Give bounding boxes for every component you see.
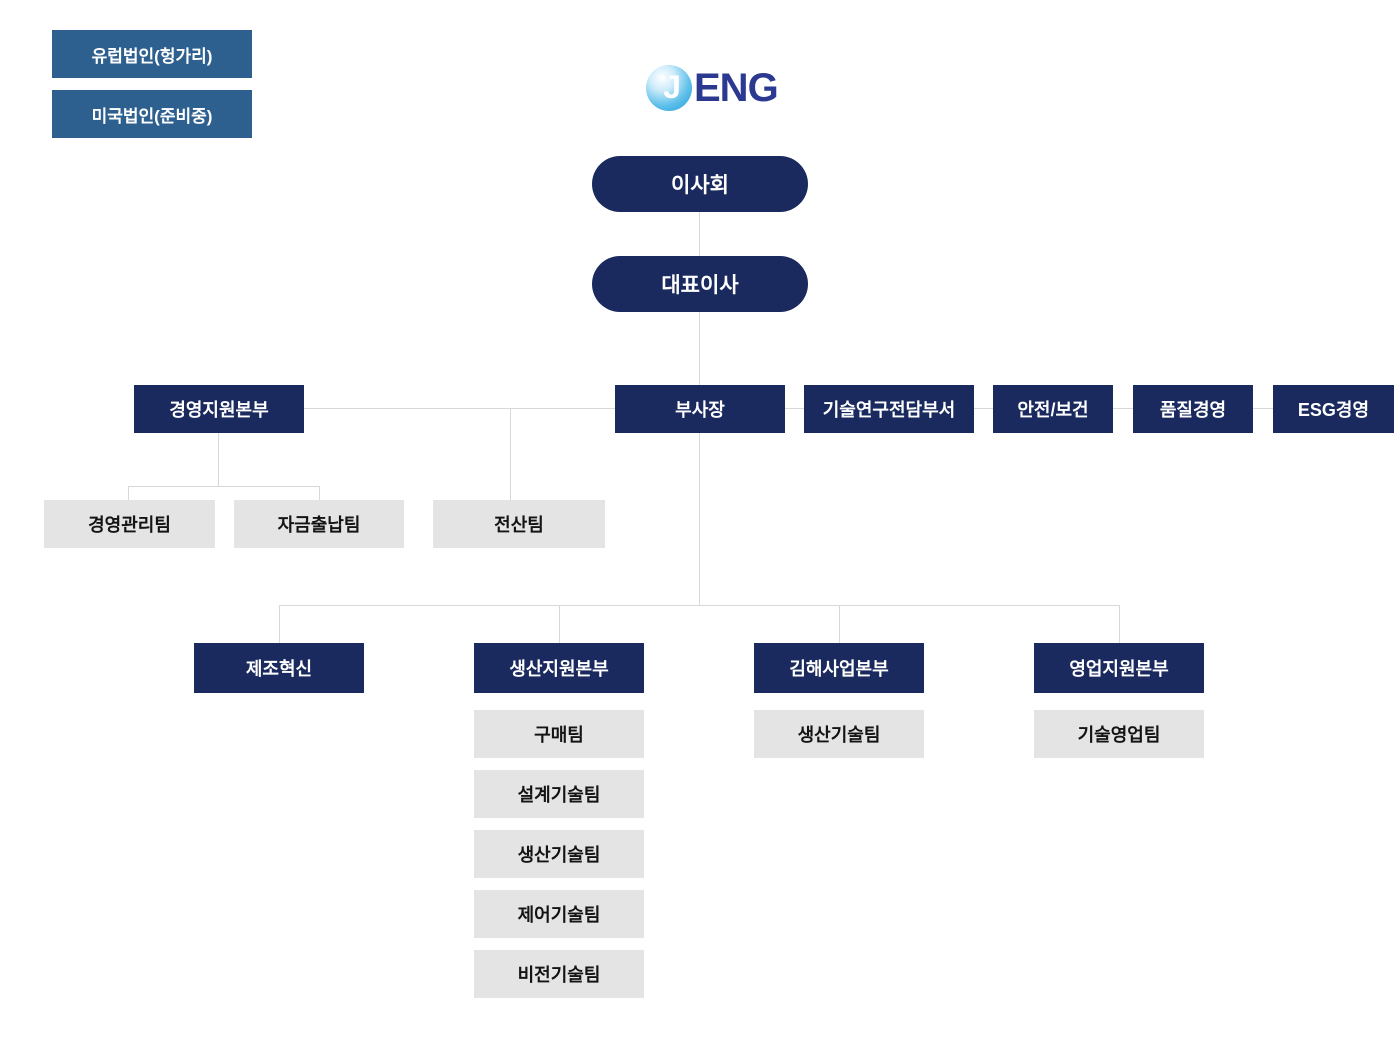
legend-europe-corp: 유럽법인(헝가리) bbox=[52, 30, 252, 78]
connector-it-team-drop bbox=[510, 408, 511, 500]
connector-vp-trunk bbox=[699, 433, 700, 605]
connector-division2-drop bbox=[559, 605, 560, 643]
connector-division1-drop bbox=[279, 605, 280, 643]
node-production-support-division: 생산지원본부 bbox=[474, 643, 644, 693]
connector-board-ceo bbox=[699, 212, 700, 256]
team-treasury: 자금출납팀 bbox=[234, 500, 404, 548]
connector-mgmt-bracket bbox=[128, 486, 320, 487]
logo-wordmark: ENG bbox=[694, 66, 779, 110]
node-safety-health: 안전/보건 bbox=[993, 385, 1113, 433]
team-design-engineering: 설계기술팀 bbox=[474, 770, 644, 818]
logo-sphere-icon: J bbox=[646, 65, 692, 111]
team-gimhae-production-engineering: 생산기술팀 bbox=[754, 710, 924, 758]
node-quality-management: 품질경영 bbox=[1133, 385, 1253, 433]
team-management-admin: 경영관리팀 bbox=[44, 500, 215, 548]
team-purchasing: 구매팀 bbox=[474, 710, 644, 758]
node-vp: 부사장 bbox=[615, 385, 785, 433]
team-vision-engineering: 비전기술팀 bbox=[474, 950, 644, 998]
connector-division-bracket bbox=[279, 605, 1119, 606]
team-control-engineering: 제어기술팀 bbox=[474, 890, 644, 938]
connector-ceo-vp bbox=[699, 312, 700, 385]
node-manufacturing-innovation: 제조혁신 bbox=[194, 643, 364, 693]
node-tech-research-unit: 기술연구전담부서 bbox=[804, 385, 974, 433]
connector-mgmt-team1-drop bbox=[128, 486, 129, 500]
team-it: 전산팀 bbox=[433, 500, 605, 548]
connector-mgmt-team2-drop bbox=[319, 486, 320, 500]
node-management-division: 경영지원본부 bbox=[134, 385, 304, 433]
connector-mgmt-division-drop bbox=[218, 433, 219, 486]
node-ceo: 대표이사 bbox=[592, 256, 808, 312]
legend-usa-corp: 미국법인(준비중) bbox=[52, 90, 252, 138]
node-gimhae-business-division: 김해사업본부 bbox=[754, 643, 924, 693]
logo-letter-j: J bbox=[663, 69, 681, 105]
team-production-engineering: 생산기술팀 bbox=[474, 830, 644, 878]
team-technical-sales: 기술영업팀 bbox=[1034, 710, 1204, 758]
node-board: 이사회 bbox=[592, 156, 808, 212]
company-logo: J ENG bbox=[646, 64, 779, 112]
node-sales-support-division: 영업지원본부 bbox=[1034, 643, 1204, 693]
connector-division3-drop bbox=[839, 605, 840, 643]
connector-division4-drop bbox=[1119, 605, 1120, 643]
node-esg-management: ESG경영 bbox=[1273, 385, 1394, 433]
